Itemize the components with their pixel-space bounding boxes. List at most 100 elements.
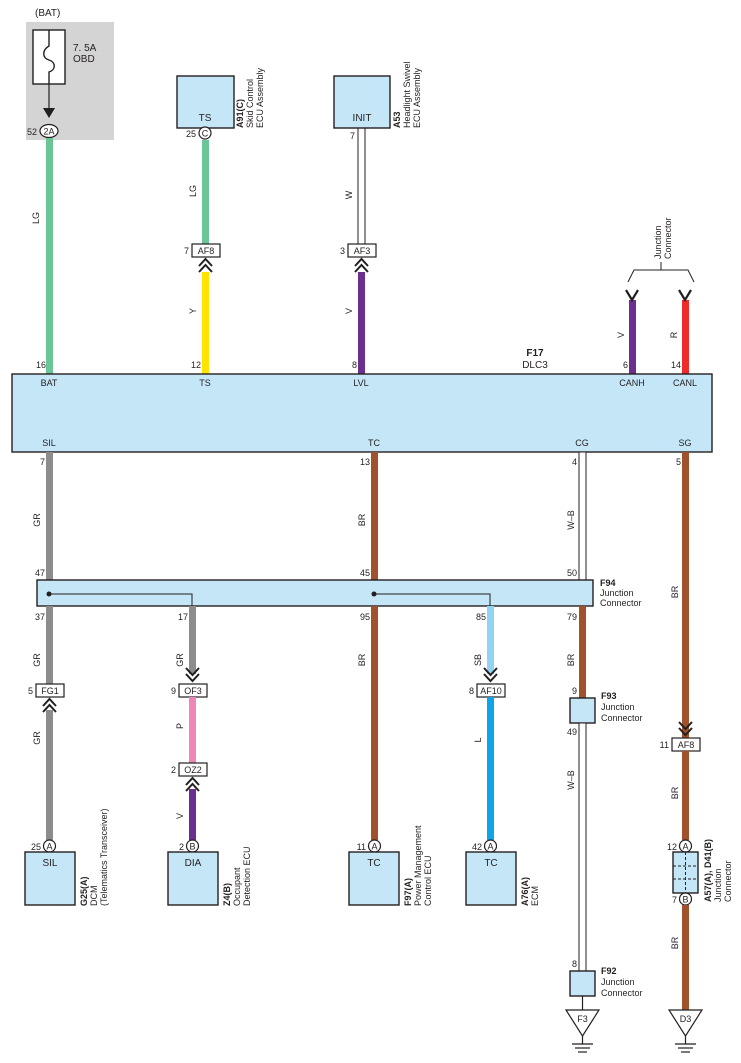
a76-box [465, 851, 517, 906]
dlc3-block: F17 DLC3 BAT TS LVL CANH CANL SIL TC CG … [11, 348, 713, 453]
f97-conn: A [371, 842, 377, 852]
wire-sil-lower [46, 710, 53, 840]
dlc3-id: F17 [526, 348, 544, 359]
f93-pin-top: 9 [572, 686, 577, 696]
wire-sb [487, 606, 494, 674]
a53-pin: 7 [350, 131, 355, 141]
f94-pin-37: 37 [35, 612, 45, 622]
dlc-pin-lvl: 8 [352, 360, 357, 370]
wire-lvl-lower [358, 272, 365, 374]
f94-box [36, 579, 594, 607]
f93-name1: Junction [601, 702, 635, 712]
wire-sg-upper-color: BR [670, 585, 680, 598]
dlc-pin-bat: 16 [36, 360, 46, 370]
a57-pin-bottom: 7 [672, 895, 677, 905]
wire-canh-color: V [616, 332, 626, 338]
af10-chevron-icon [483, 667, 498, 683]
a91-name1: Skid Control [245, 79, 255, 128]
junction-top-name2: Connector [663, 217, 673, 259]
dlc-label-cg: CG [575, 438, 589, 448]
dlc-pin-tc: 13 [360, 457, 370, 467]
wire-ts-lower-color: Y [188, 308, 198, 314]
z4-name2: Detection ECU [242, 846, 252, 906]
a91-box [176, 75, 235, 129]
wire-ts-upper-color: LG [188, 185, 198, 197]
wire-dia-p [189, 697, 196, 763]
f94-id: F94 [600, 578, 616, 588]
f97-pin: 11 [357, 842, 366, 852]
af3-pin: 3 [340, 246, 345, 256]
wire-sil-mid [46, 606, 53, 684]
g25-pin: 25 [31, 842, 41, 852]
dlc-label-bat: BAT [41, 378, 58, 388]
a91-pin-label: TS [199, 113, 212, 124]
wire-canh [629, 300, 636, 374]
dlc3-name: DLC3 [522, 360, 548, 371]
a57-name1: Junction [713, 868, 723, 902]
a76-id: A76(A) [520, 877, 530, 906]
f94-pin-17: 17 [178, 612, 188, 622]
af8-top-chevron-icon [198, 257, 213, 273]
af3-chevron-icon [354, 257, 369, 273]
canl-junction-arrow-icon [678, 289, 692, 303]
component-g25: A 25 SIL G25(A) DCM (Telematics Transcei… [24, 808, 109, 907]
dlc-label-canl: CANL [673, 378, 697, 388]
a53-id: A53 [392, 111, 402, 128]
wire-sg-lower-color: BR [670, 786, 680, 799]
a53-box [333, 75, 391, 129]
f94-pin-47: 47 [35, 568, 45, 578]
z4-box [167, 851, 219, 906]
connector-af8-top: AF8 7 [184, 243, 221, 273]
ground-f3-label: F3 [577, 1014, 588, 1024]
af8-right-name: AF8 [678, 740, 695, 750]
dlc-label-canh: CANH [619, 378, 645, 388]
f97-box [348, 851, 400, 906]
ground-f3: F3 [564, 1009, 601, 1053]
dlc-pin-sil: 7 [40, 457, 45, 467]
a53-pin-label: INIT [353, 113, 372, 124]
oz2-name: OZ2 [184, 765, 202, 775]
connector-of3: OF3 9 [171, 683, 208, 698]
of3-chevron-icon [185, 667, 200, 683]
component-a57: A 12 B 7 A57(A), D41(B) Junction Connect… [667, 839, 733, 906]
g25-name2: (Telematics Transceiver) [99, 808, 109, 906]
dlc-label-lvl: LVL [353, 378, 368, 388]
wire-ts-upper [202, 140, 209, 244]
fg1-pin: 5 [28, 686, 33, 696]
fuse-rating: 7. 5A [73, 43, 97, 54]
wire-lvl-upper [357, 127, 366, 245]
f94-pin-50: 50 [567, 568, 577, 578]
f93-id: F93 [601, 691, 617, 701]
wire-tc-upper-color: BR [357, 513, 367, 526]
g25-box [24, 851, 76, 906]
f97-name2: Control ECU [423, 855, 433, 906]
a76-name1: ECM [530, 886, 540, 906]
oz2-pin: 2 [171, 765, 176, 775]
connector-af10: AF10 8 [469, 683, 506, 698]
wire-cg-mid [579, 606, 586, 698]
wire-sil-upper-color: GR [32, 513, 42, 527]
wire-sg-bottom-color: BR [670, 936, 680, 949]
fuse-source-label: (BAT) [35, 8, 60, 19]
wire-dia-mid-color: GR [175, 653, 185, 667]
a57-conn-bottom: B [682, 895, 688, 905]
wire-cg-lower-color: W–B [566, 770, 576, 790]
wire-dia-mid [189, 606, 196, 674]
g25-conn: A [46, 842, 52, 852]
f97-id: F97(A) [403, 878, 413, 906]
wire-sg-lower [682, 751, 689, 840]
oz2-chevron-icon [185, 776, 200, 792]
f93-name2: Connector [601, 713, 643, 723]
dlc3-box [11, 373, 713, 453]
f93-block: 9 49 F93 Junction Connector [567, 686, 643, 737]
dlc-label-sg: SG [678, 438, 691, 448]
f93-pin-bottom: 49 [567, 727, 577, 737]
a91-connector [198, 126, 212, 140]
g25-name1: DCM [89, 886, 99, 907]
dlc-label-ts: TS [199, 378, 211, 388]
af10-pin: 8 [469, 686, 474, 696]
f94-name1: Junction [600, 588, 634, 598]
dlc-label-sil: SIL [42, 438, 56, 448]
connector-fg1: FG1 5 [28, 683, 65, 713]
